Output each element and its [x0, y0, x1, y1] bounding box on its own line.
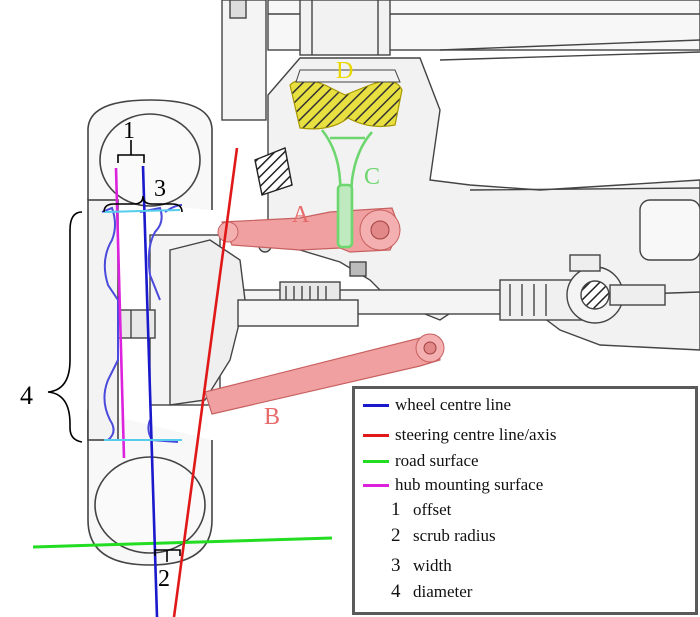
chassis-drawing [94, 0, 700, 406]
upper-arm-a [217, 207, 401, 253]
legend-swatch [363, 403, 389, 407]
dim-3-label: 3 [154, 176, 166, 202]
legend-item-offset: 1 offset [391, 499, 451, 521]
arm-a-label: A [292, 202, 310, 228]
steering-axis-line [172, 147, 239, 617]
legend-number: 1 [391, 499, 401, 520]
rim-top-width-line [103, 209, 181, 213]
hub-mounting-line [114, 167, 126, 459]
dim-2-label: 2 [158, 566, 170, 592]
legend-number: 4 [391, 581, 401, 602]
legend-label: hub mounting surface [395, 475, 544, 494]
wheel-centre-line [141, 165, 159, 617]
legend-item-hub-mounting: hub mounting surface [363, 475, 543, 495]
legend-label: wheel centre line [395, 395, 512, 414]
legend-label: steering centre line/axis [395, 425, 557, 444]
legend-label: width [413, 556, 452, 575]
legend-item-wheel-centre: wheel centre line [363, 395, 511, 415]
road-surface-line [32, 536, 333, 549]
legend-label: diameter [413, 582, 473, 601]
bumpstop-d [289, 69, 403, 130]
legend-label: offset [413, 500, 452, 519]
legend-item-steering-axis: steering centre line/axis [363, 425, 556, 445]
legend-item-diameter: 4 diameter [391, 581, 472, 603]
tyre-outline [87, 99, 213, 566]
legend-number: 2 [391, 525, 401, 546]
bumpstop-d-label: D [336, 58, 353, 84]
legend-item-width: 3 width [391, 555, 452, 577]
dimension-brackets [47, 140, 183, 562]
lower-arm-b [204, 333, 445, 415]
spring-c-label: C [364, 164, 380, 190]
legend-item-road-surface: road surface [363, 451, 479, 471]
arm-b-label: B [264, 404, 280, 430]
dim-1-label: 1 [123, 118, 135, 144]
legend-label: road surface [395, 451, 479, 470]
legend-number: 3 [391, 555, 401, 576]
legend-swatch [363, 483, 389, 487]
legend-label: scrub radius [413, 526, 496, 545]
legend-swatch [363, 459, 389, 463]
legend-item-scrub-radius: 2 scrub radius [391, 525, 496, 547]
dim-4-label: 4 [20, 381, 33, 410]
legend-swatch [363, 433, 389, 437]
legend: wheel centre line steering centre line/a… [352, 386, 698, 615]
spring-c [320, 129, 373, 249]
